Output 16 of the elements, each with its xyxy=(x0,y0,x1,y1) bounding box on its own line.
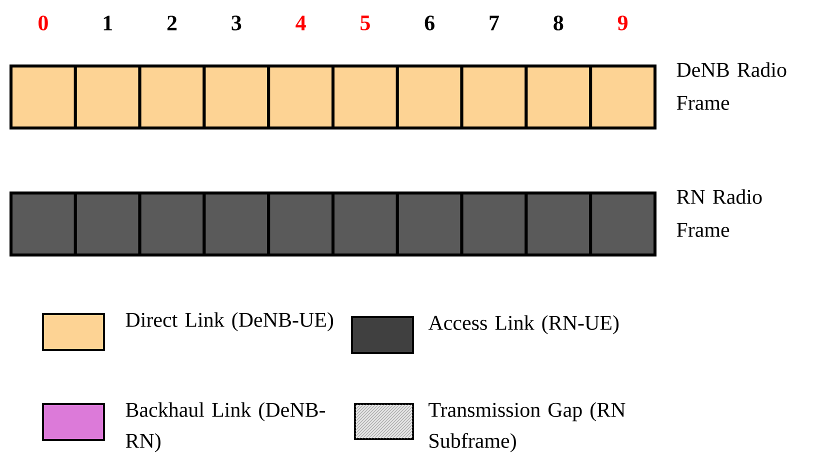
frame-label: DeNB Radio Frame xyxy=(676,62,786,110)
legend-label: Backhaul Link (DeNB-RN) xyxy=(126,402,326,452)
subframe-number: 2 xyxy=(167,16,177,30)
subframe-number: 5 xyxy=(360,16,370,30)
frame-label: RN Radio Frame xyxy=(676,189,762,237)
legend-label: Transmission Gap (RN Subframe) xyxy=(428,402,626,452)
subframe-number: 8 xyxy=(554,16,564,30)
subframe-number: 1 xyxy=(104,16,112,30)
legend-label: Access Link (RN-UE) xyxy=(428,315,619,334)
subframe-number: 7 xyxy=(490,16,499,30)
subframe-number: 4 xyxy=(296,16,306,30)
subframe-number: 9 xyxy=(618,16,628,30)
legend-label: Direct Link (DeNB-UE) xyxy=(126,312,334,332)
subframe-number: 0 xyxy=(38,16,48,30)
subframe-number: 6 xyxy=(424,16,434,30)
subframe-number: 3 xyxy=(232,16,242,30)
